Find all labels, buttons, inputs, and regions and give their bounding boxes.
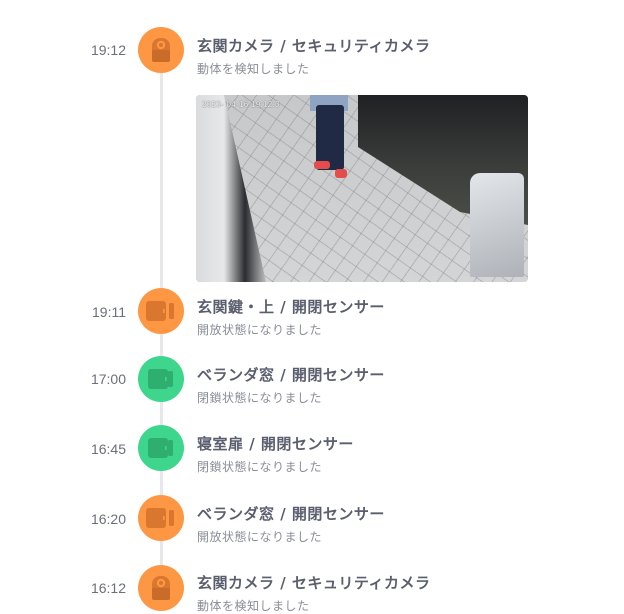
- event-time: 16:12: [90, 580, 126, 596]
- event-subtitle: 動体を検知しました: [197, 62, 310, 76]
- event-subtitle: 開放状態になりました: [197, 530, 323, 544]
- event-time: 16:20: [90, 511, 126, 527]
- event-subtitle: 閉鎖状態になりました: [197, 460, 323, 474]
- event-time: 16:45: [90, 441, 126, 457]
- event-title: 寝室扉 / 開閉センサー: [197, 435, 354, 453]
- event-subtitle: 閉鎖状態になりました: [197, 391, 323, 405]
- event-time: 17:00: [90, 371, 126, 387]
- event-title: 玄関カメラ / セキュリティカメラ: [197, 574, 431, 592]
- event-subtitle: 開放状態になりました: [197, 323, 323, 337]
- event-title: ベランダ窓 / 開閉センサー: [197, 505, 385, 523]
- camera-icon: [138, 27, 184, 73]
- open-close-sensor-icon: [138, 425, 184, 471]
- event-time: 19:11: [92, 304, 126, 320]
- camera-icon: [138, 565, 184, 611]
- event-title: 玄関鍵・上 / 開閉センサー: [197, 298, 385, 316]
- snapshot-timestamp: 2023- 04-16 19:12:3: [202, 100, 280, 109]
- open-close-sensor-icon: [138, 288, 184, 334]
- camera-snapshot[interactable]: 2023- 04-16 19:12:3: [196, 95, 528, 282]
- open-close-sensor-icon: [138, 356, 184, 402]
- event-title: 玄関カメラ / セキュリティカメラ: [197, 37, 431, 55]
- event-time: 19:12: [90, 42, 126, 58]
- event-title: ベランダ窓 / 開閉センサー: [197, 366, 385, 384]
- open-close-sensor-icon: [138, 495, 184, 541]
- event-timeline: 19:12 玄関カメラ / セキュリティカメラ 動体を検知しました 2023- …: [90, 27, 528, 613]
